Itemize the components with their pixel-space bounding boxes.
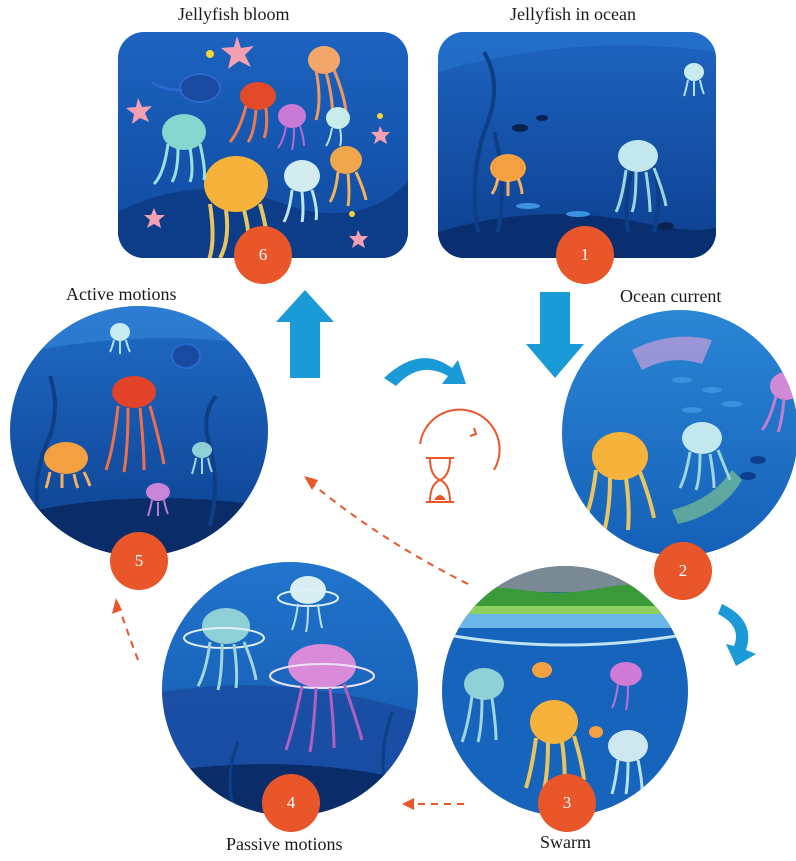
stage-5-badge: 5 [110,532,168,590]
dashed-arrow [118,482,468,804]
curved-arrow-icon [384,358,466,386]
stage-6-badge: 6 [234,226,292,284]
arrow-up-icon [276,290,334,378]
stage-3-badge: 3 [538,774,596,832]
stage-4-badge: 4 [262,774,320,832]
stage-1-badge: 1 [556,226,614,284]
arrow-down-icon [526,292,584,378]
stage-2-badge: 2 [654,542,712,600]
curved-arrow-icon [718,604,756,666]
hourglass-icon [420,410,500,502]
